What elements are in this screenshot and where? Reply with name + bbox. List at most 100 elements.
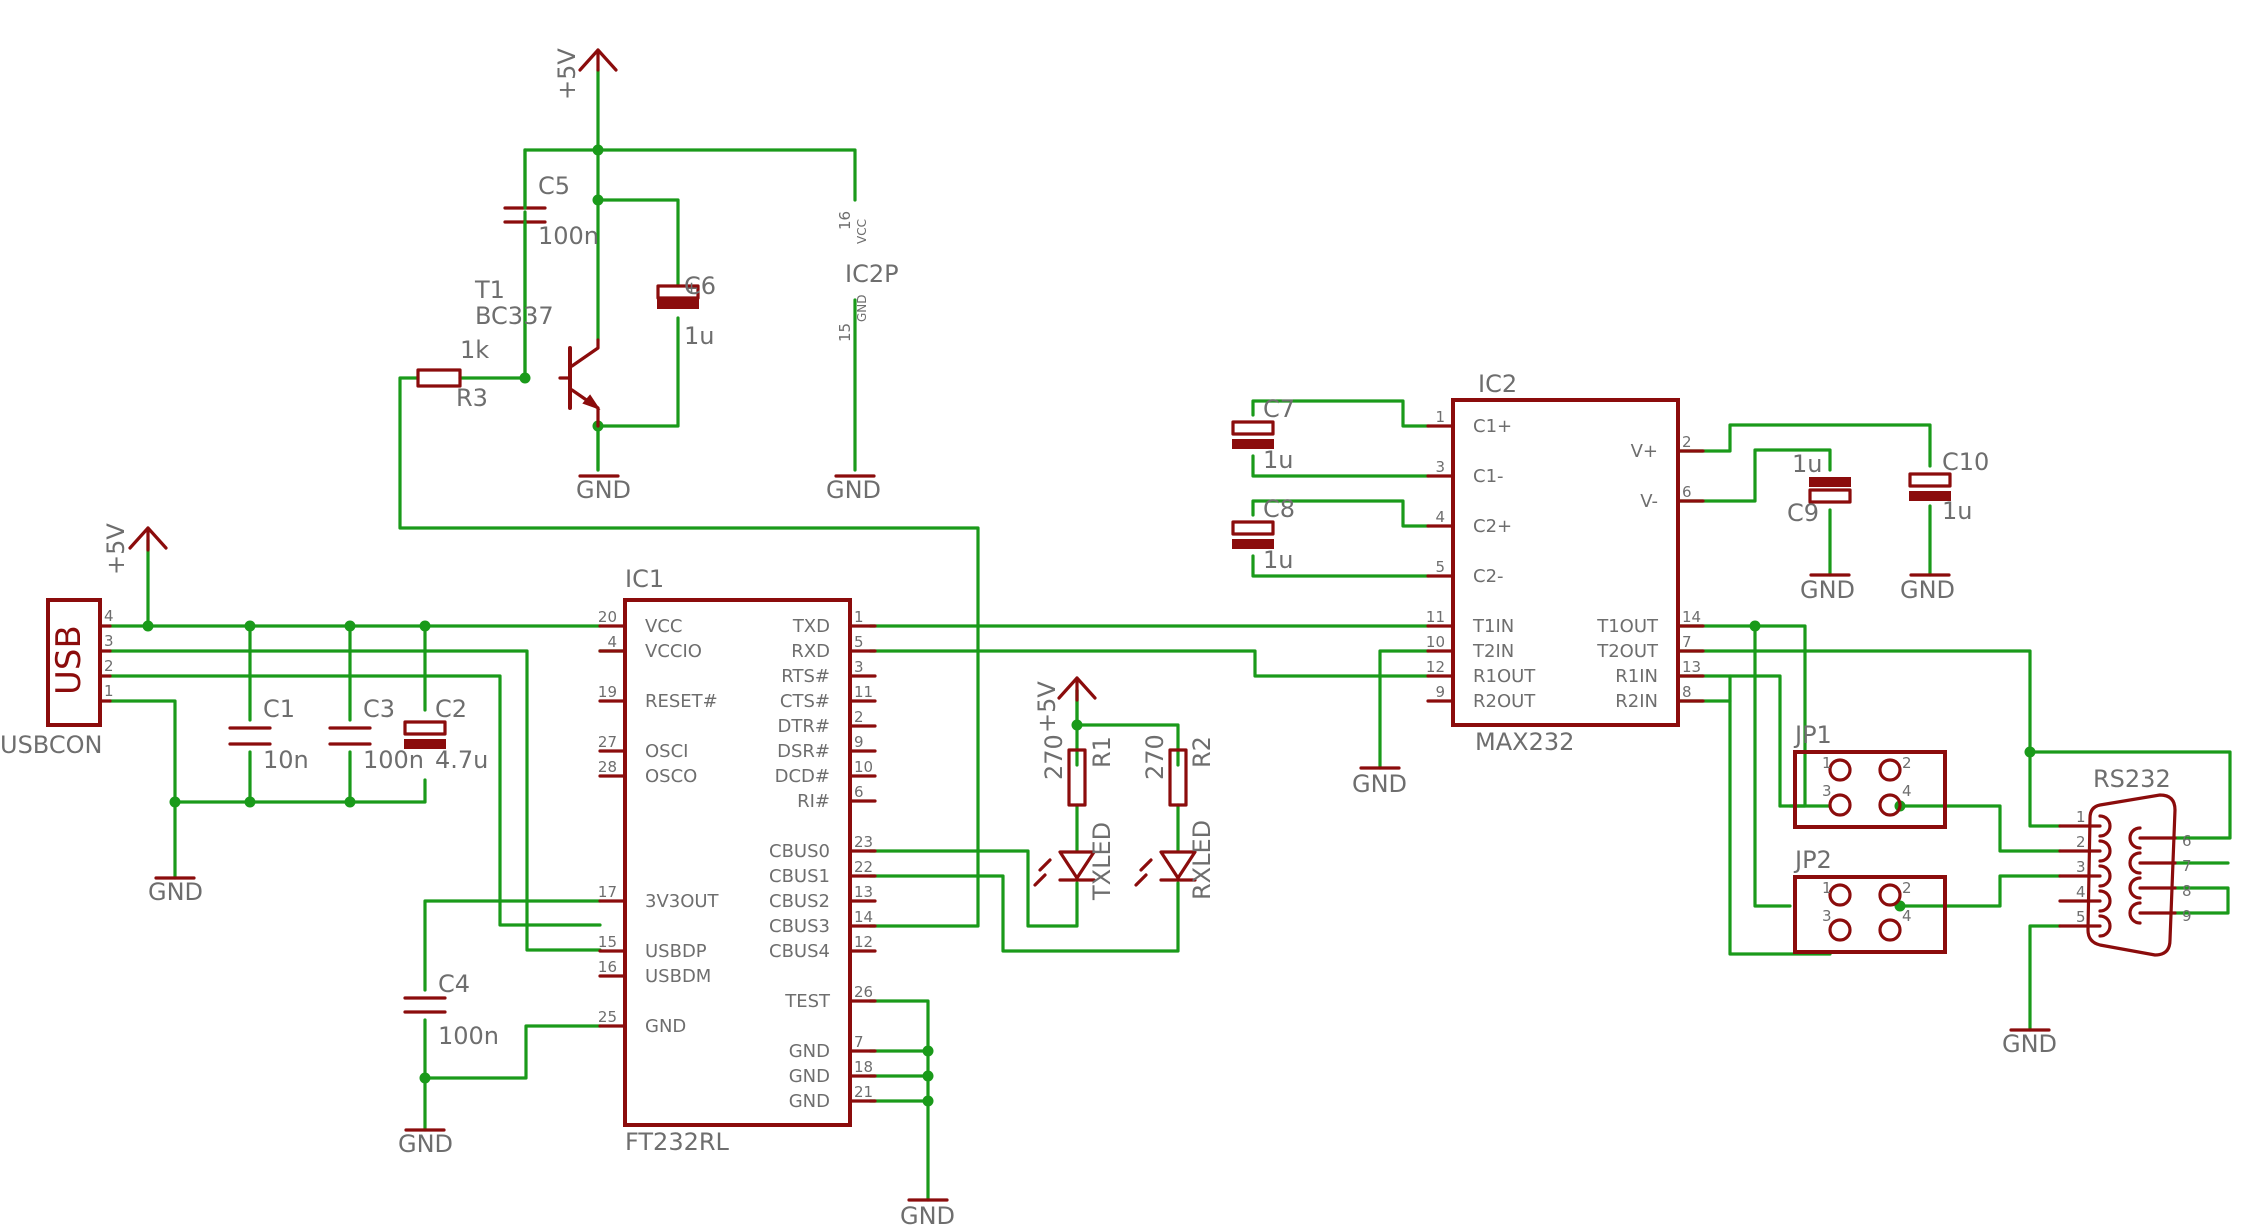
pin-number: 5 — [854, 633, 864, 651]
gnd-label-ic1: GND — [900, 1202, 955, 1230]
pin-number: 28 — [598, 758, 617, 776]
pin-number: 6 — [854, 783, 864, 801]
ic2p-power: 16 VCC IC2P GND 15 — [836, 211, 899, 342]
c9-value: 1u — [1792, 450, 1822, 478]
usb-pin-3: 3 — [104, 632, 114, 650]
gnd-label-max: GND — [1352, 770, 1407, 798]
pin-number: 14 — [1682, 608, 1701, 626]
pin-name: OSCI — [645, 741, 688, 762]
c1-value: 10n — [263, 746, 309, 774]
ic1-right-pins: 1TXD5RXD3RTS#11CTS#2DTR#9DSR#10DCD#6RI#2… — [769, 608, 877, 1112]
pin-name: GND — [789, 1066, 830, 1087]
c3-ref: C3 — [363, 695, 395, 723]
jp1-pin-4: 4 — [1902, 782, 1912, 800]
pin-name: CBUS2 — [769, 891, 830, 912]
r1-ref: R1 — [1088, 736, 1116, 768]
pin-number: 6 — [1682, 483, 1692, 501]
ic2-value: MAX232 — [1475, 728, 1574, 756]
r2-ref: R2 — [1188, 736, 1216, 768]
pin-number: 8 — [1682, 683, 1692, 701]
pin-number: 3 — [854, 658, 864, 676]
c5-value: 100n — [538, 222, 599, 250]
pin-name: V- — [1640, 491, 1658, 512]
c8-value: 1u — [1263, 546, 1293, 574]
pin-name: GND — [789, 1041, 830, 1062]
rs232-pin-4: 4 — [2076, 883, 2086, 901]
jp1-pin-3: 3 — [1822, 782, 1832, 800]
jp2-pin-1: 1 — [1822, 879, 1832, 897]
pin-name: DCD# — [775, 766, 830, 787]
c9-ref: C9 — [1787, 499, 1819, 527]
rs232-pin-5: 5 — [2076, 908, 2086, 926]
pin-number: 10 — [1426, 633, 1445, 651]
pin-number: 26 — [854, 983, 873, 1001]
capacitors: C5 100n + C6 1u C1 10n C3 100n C2 4.7u C… — [228, 148, 1989, 1050]
transistor-t1: T1 BC337 — [474, 276, 601, 428]
rs232-pin-1: 1 — [2076, 808, 2086, 826]
pin-number: 1 — [854, 608, 864, 626]
pin-number: 13 — [854, 883, 873, 901]
gnd-label-c4: GND — [398, 1130, 453, 1158]
jp2-ref: JP2 — [1793, 846, 1832, 874]
pin-number: 15 — [598, 933, 617, 951]
pin-number: 3 — [1435, 458, 1445, 476]
pin-number: 13 — [1682, 658, 1701, 676]
pin-name: 3V3OUT — [645, 891, 720, 912]
pin-number: 1 — [1435, 408, 1445, 426]
pin-number: 9 — [854, 733, 864, 751]
jp1-pin-2: 2 — [1902, 754, 1912, 772]
pin-name: TXD — [792, 616, 830, 637]
led-branch: 270 R1 270 R2 TXLED RXLED — [1033, 734, 1216, 901]
rs232-pin-3: 3 — [2076, 858, 2086, 876]
jumper-jp1: JP1 1 2 3 4 — [1793, 721, 1947, 829]
jp2-pin-2: 2 — [1902, 879, 1912, 897]
c5-ref: C5 — [538, 172, 570, 200]
rx-led-label: RXLED — [1188, 820, 1216, 900]
tx-led-label: TXLED — [1088, 822, 1116, 901]
pin-number: 9 — [1435, 683, 1445, 701]
rs232-pin-7: 7 — [2182, 857, 2192, 875]
pin-number: 2 — [1682, 433, 1692, 451]
pin-number: 16 — [598, 958, 617, 976]
supply-symbols: +5V +5V +5V GND GND GND GND GND GND GND … — [102, 48, 2057, 1230]
pin-name: CTS# — [780, 691, 830, 712]
pin-number: 5 — [1435, 558, 1445, 576]
pin-number: 19 — [598, 683, 617, 701]
usb-connector: USB USBCON 4 3 2 1 — [0, 598, 114, 759]
r3-value: 1k — [460, 336, 489, 364]
ic2p-gnd: GND — [855, 294, 869, 322]
pin-name: RESET# — [645, 691, 718, 712]
pin-name: C2- — [1473, 566, 1504, 587]
c6-plus: + — [684, 278, 699, 299]
pin-number: 23 — [854, 833, 873, 851]
c10-value: 1u — [1942, 497, 1972, 525]
gnd-label-rs232: GND — [2002, 1030, 2057, 1058]
rs232-pin-6: 6 — [2182, 832, 2192, 850]
usb-pin-1: 1 — [104, 682, 114, 700]
pin-number: 18 — [854, 1058, 873, 1076]
jp1-pin-1: 1 — [1822, 754, 1832, 772]
p5v-label-led: +5V — [1033, 681, 1061, 733]
pin-name: R1OUT — [1473, 666, 1536, 687]
gnd-label-ic2p: GND — [826, 476, 881, 504]
c7-ref: C7 — [1263, 395, 1295, 423]
rs232-pin-8: 8 — [2182, 882, 2192, 900]
ic2p-pin-vcc: 16 — [836, 211, 854, 230]
pin-number: 2 — [854, 708, 864, 726]
jp2-pin-3: 3 — [1822, 907, 1832, 925]
r3-ref: R3 — [456, 384, 488, 412]
c6-value: 1u — [684, 322, 714, 350]
pin-name: RTS# — [781, 666, 830, 687]
pin-name: CBUS3 — [769, 916, 830, 937]
pin-name: OSCO — [645, 766, 697, 787]
pin-name: DSR# — [777, 741, 830, 762]
pin-number: 7 — [854, 1033, 864, 1051]
usb-pin-4: 4 — [104, 607, 114, 625]
pin-name: VCC — [645, 616, 682, 637]
pin-number: 21 — [854, 1083, 873, 1101]
usb-pin-2: 2 — [104, 657, 114, 675]
c4-value: 100n — [438, 1022, 499, 1050]
